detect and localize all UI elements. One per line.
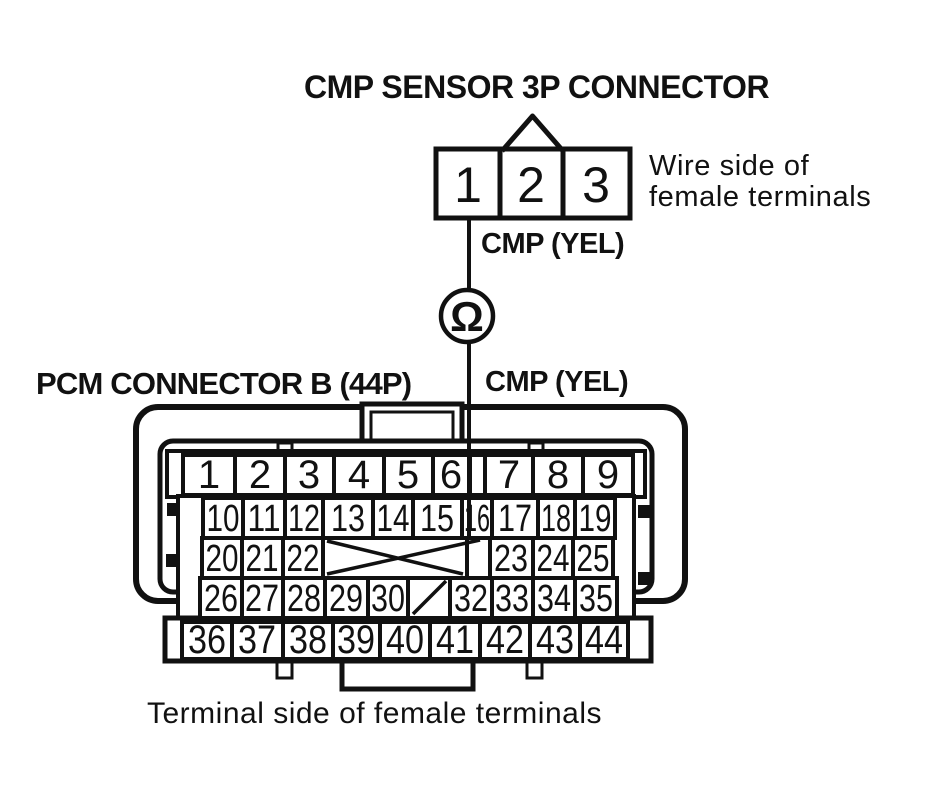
pcm-pin-28: 28: [287, 578, 321, 620]
pcm-pin-10: 10: [207, 498, 240, 540]
pcm-pin-36: 36: [188, 618, 226, 662]
pcm-top-tab: [359, 401, 465, 446]
pcm-pin-26: 26: [204, 578, 238, 620]
pcm-pin-11: 11: [248, 498, 281, 540]
pcm-pin-15: 15: [420, 498, 454, 540]
wire-side-note-line1: Wire side of: [649, 150, 810, 182]
cmp-3p-body: [433, 146, 633, 221]
wire-side-note: Wire side of female terminals: [649, 151, 871, 213]
pcm-pin-40: 40: [386, 618, 424, 662]
pcm-slot-row1: [468, 453, 487, 497]
pcm-pin-27: 27: [245, 578, 279, 620]
pcm-pin-16: 16: [464, 498, 490, 540]
pcm-pin-8: 8: [547, 453, 569, 497]
pcm-pin-1: 1: [198, 453, 220, 497]
pcm-pin-5: 5: [397, 453, 419, 497]
pcm-pin-41: 41: [436, 618, 474, 662]
pcm-pin-23: 23: [494, 538, 528, 580]
ohmmeter-circle: [438, 287, 496, 345]
missing-pin-31-slash: [411, 579, 448, 616]
pcm-pin-9: 9: [597, 453, 619, 497]
pcm-pin-32: 32: [454, 578, 488, 620]
pcm-cell-35: [573, 576, 619, 620]
cmp-pin-2: 2: [517, 157, 545, 213]
ohmmeter-symbol: Ω: [450, 293, 484, 340]
pcm-cell-5: [382, 453, 435, 497]
wire-side-note-line2: female terminals: [649, 181, 872, 213]
cmp-pin-3: 3: [582, 157, 610, 213]
crossed-cells-diagonal-2: [326, 538, 481, 576]
pcm-cell-9: [581, 453, 635, 497]
pcm-clip-left-upper: [167, 503, 180, 516]
pcm-pin-19: 19: [579, 498, 612, 540]
pcm-cell-33: [490, 576, 535, 620]
pcm-cell-38: [281, 620, 335, 661]
pcm-cell-44: [578, 620, 630, 661]
cmp-3p-key-triangle: [500, 113, 565, 153]
pcm-pin-14: 14: [377, 498, 410, 540]
cmp-wire-label-bottom: CMP (YEL): [485, 366, 629, 398]
pcm-pin-20: 20: [206, 538, 239, 580]
pcm-clip-right-upper: [638, 505, 651, 518]
pcm-pin-42: 42: [486, 618, 524, 662]
pcm-pin-2: 2: [249, 453, 271, 497]
pcm-pin-33: 33: [495, 578, 529, 620]
pcm-cell-22: [281, 536, 325, 580]
pcm-pin-17: 17: [498, 498, 532, 540]
pcm-pin-25: 25: [577, 538, 610, 580]
pcm-cell-42: [478, 620, 532, 661]
pcm-pin-3: 3: [298, 453, 320, 497]
pcm-clip-right-lower: [638, 572, 651, 585]
pcm-connector-title: PCM CONNECTOR B (44P): [36, 366, 412, 401]
pcm-pin-22: 22: [287, 538, 320, 580]
pcm-pin-30: 30: [371, 578, 405, 620]
pcm-pin-12: 12: [288, 498, 320, 540]
pcm-pin-13: 13: [331, 498, 365, 540]
pcm-pin-39: 39: [337, 618, 375, 662]
cmp-wire-label-top: CMP (YEL): [481, 228, 625, 260]
pcm-pin-44: 44: [585, 618, 623, 662]
cmp-pin-1: 1: [454, 157, 482, 213]
pcm-pin-24: 24: [537, 538, 570, 580]
pcm-pin-38: 38: [289, 618, 327, 662]
pcm-pin-4: 4: [348, 453, 370, 497]
pcm-cell-8: [531, 453, 585, 497]
pcm-pin-34: 34: [537, 578, 571, 620]
pcm-clip-left-lower: [166, 554, 179, 567]
pcm-pin-35: 35: [579, 578, 613, 620]
pcm-cell-28: [281, 576, 327, 620]
pcm-pin-18: 18: [541, 498, 571, 540]
pcm-pin-21: 21: [246, 538, 279, 580]
terminal-side-note: Terminal side of female terminals: [147, 697, 603, 730]
pcm-pin-43: 43: [536, 618, 574, 662]
cmp-sensor-title: CMP SENSOR 3P CONNECTOR: [304, 69, 770, 105]
pcm-cell-37: [230, 620, 285, 661]
pcm-pin-37: 37: [238, 618, 276, 662]
pcm-pin-29: 29: [329, 578, 363, 620]
pcm-pin-6: 6: [440, 453, 462, 497]
pcm-top-tab-inner: [369, 410, 455, 443]
pcm-cell-2: [233, 453, 287, 497]
pcm-slot-row3: [465, 536, 492, 580]
pcm-pin-7: 7: [498, 453, 520, 497]
